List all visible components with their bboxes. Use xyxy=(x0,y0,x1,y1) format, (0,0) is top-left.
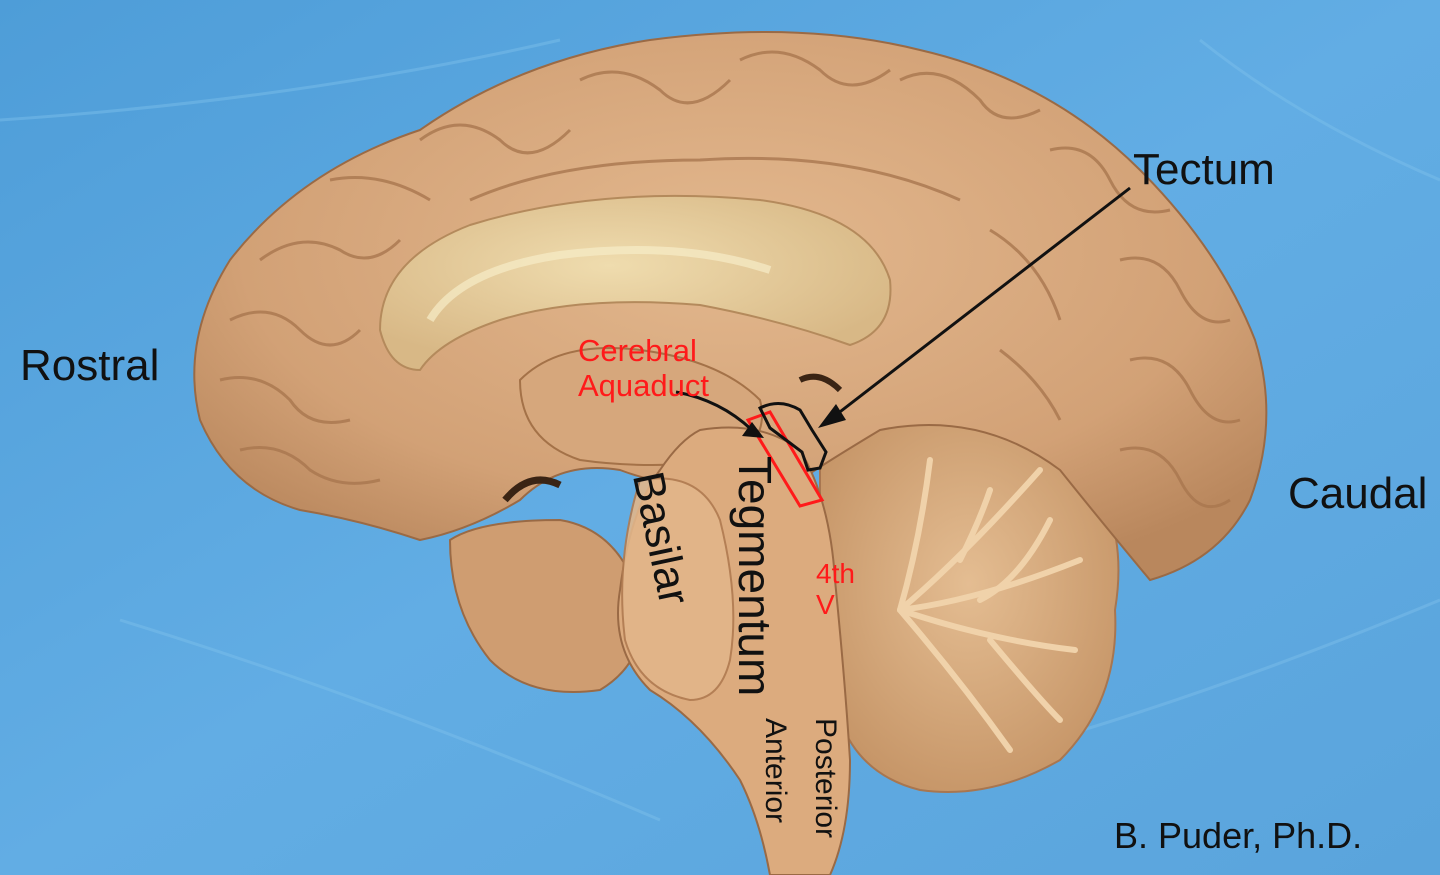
crevice-shadow xyxy=(502,476,562,503)
tectum-outline xyxy=(757,402,828,472)
label-anterior: Anterior xyxy=(759,718,792,824)
label-tegmentum: Tegmentum xyxy=(729,456,781,697)
aquaduct-arrowhead xyxy=(742,422,764,438)
gyri-texture xyxy=(219,50,1241,509)
label-credit: B. Puder, Ph.D. xyxy=(1114,815,1363,856)
label-cerebral-aquaduct-line1: Cerebral xyxy=(578,333,697,368)
label-cerebral-aquaduct-line2: Aquaduct xyxy=(578,367,709,403)
label-fourth-ventricle: 4th V xyxy=(816,558,855,621)
label-rostral: Rostral xyxy=(20,341,160,390)
label-cerebral-aquaduct: Cerebral Aquaduct xyxy=(578,333,709,403)
drape-creases xyxy=(0,38,1440,822)
crevice-shadow-2 xyxy=(798,373,843,393)
label-posterior: Posterior xyxy=(809,718,842,839)
corpus-callosum xyxy=(378,194,892,372)
label-fourth-ventricle-line1: 4th xyxy=(816,558,855,589)
aquaduct-pointer-line xyxy=(675,390,754,432)
arbor-vitae xyxy=(897,457,1083,753)
label-tectum: Tectum xyxy=(1133,145,1275,194)
tectum-pointer-line xyxy=(831,186,1131,420)
callosum-highlight xyxy=(426,246,772,323)
label-caudal: Caudal xyxy=(1288,469,1428,518)
label-fourth-ventricle-line2: V xyxy=(816,589,835,621)
basilar-pons xyxy=(621,477,735,702)
tectum-arrowhead xyxy=(818,404,846,428)
